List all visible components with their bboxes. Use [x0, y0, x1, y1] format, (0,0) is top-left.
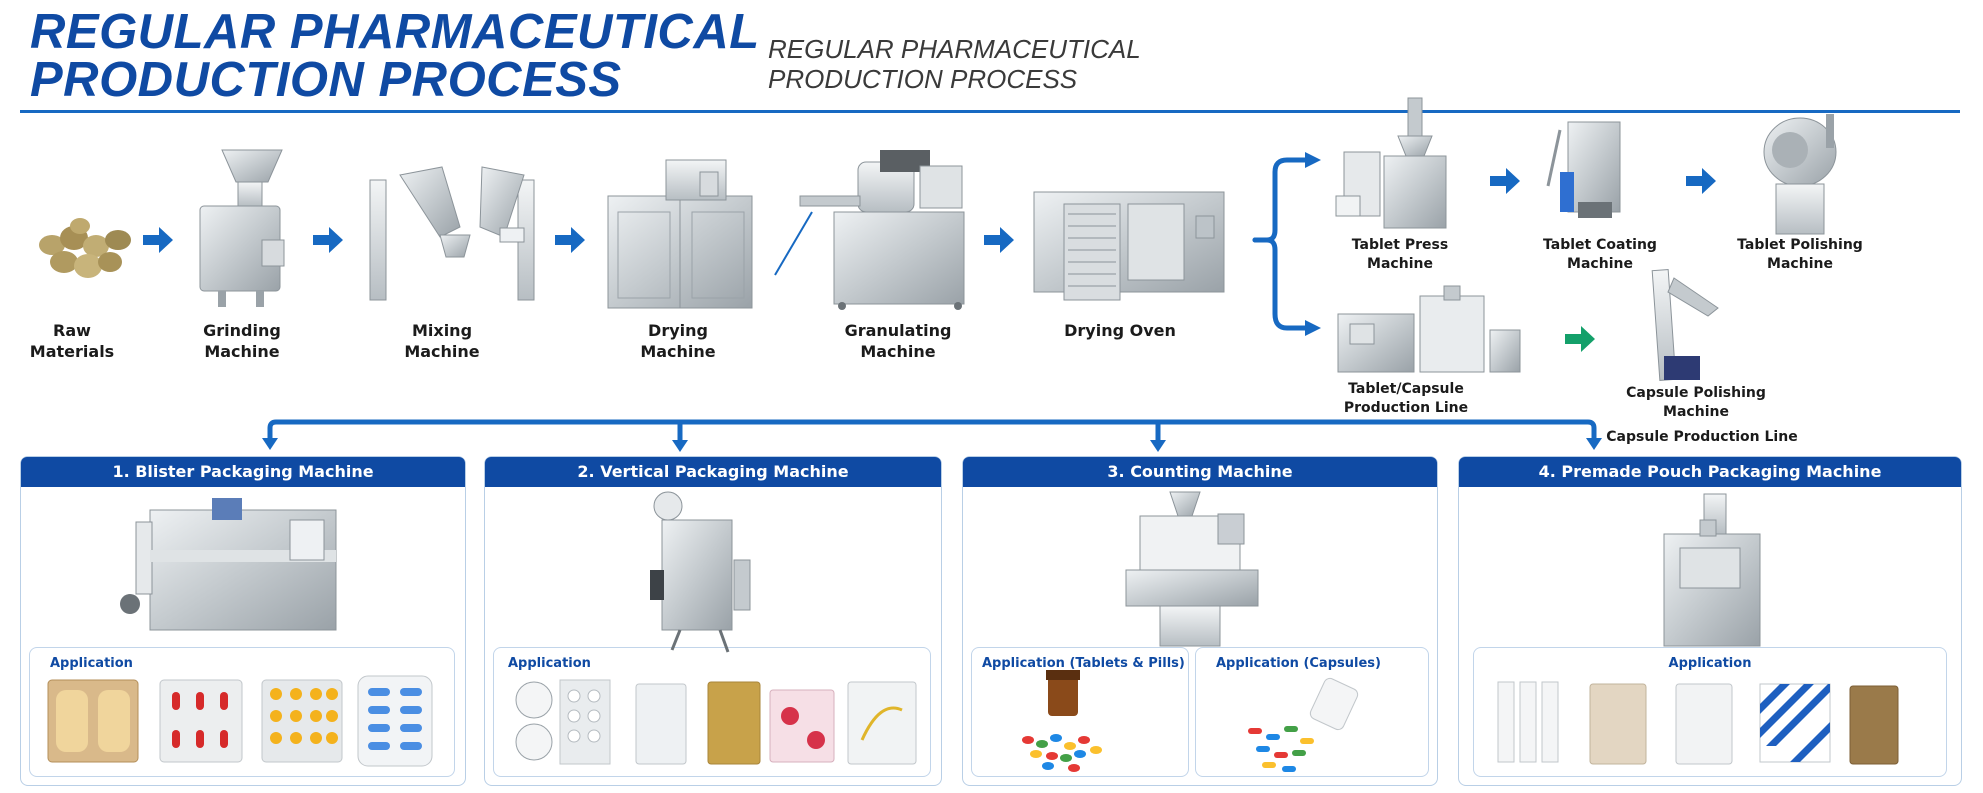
capsules-application-label: Application (Capsules): [1216, 656, 1381, 671]
arrow-right-icon: [143, 227, 173, 253]
arrow-right-icon: [1565, 326, 1595, 352]
main-title: REGULAR PHARMACEUTICAL PRODUCTION PROCES…: [30, 5, 760, 107]
capsule-polishing-image: [1651, 269, 1719, 381]
mixing-machine-label: Mixing Machine: [382, 320, 502, 362]
tablet-polishing-label-line2: Machine: [1767, 256, 1833, 272]
tablet-press-image: [1335, 97, 1447, 229]
granulating-label-line1: Granulating: [844, 321, 952, 340]
raw-materials-label-line2: Materials: [29, 342, 115, 361]
granulating-machine-label: Granulating Machine: [828, 320, 968, 362]
tablet-press-label-line2: Machine: [1367, 256, 1433, 272]
capsule-production-line-label: Capsule Production Line: [1606, 429, 1798, 445]
tablet-coating-image: [1546, 121, 1621, 218]
raw-materials-label-line1: Raw: [53, 321, 91, 340]
tablet-coating-label: Tablet Coating Machine: [1530, 236, 1670, 274]
flow-arrows: [143, 168, 1716, 253]
counting-panel-title: 3. Counting Machine: [963, 457, 1437, 487]
capsule-polishing-label: Capsule Polishing Machine: [1616, 384, 1776, 422]
capsule-line-image: [1337, 285, 1521, 373]
drying-oven-image: [1033, 191, 1225, 301]
sub-title-line2: PRODUCTION PROCESS: [768, 64, 1078, 94]
capsule-polishing-label-line2: Machine: [1663, 404, 1729, 420]
tablet-press-label: Tablet Press Machine: [1335, 236, 1465, 274]
grinding-label-line2: Machine: [204, 342, 280, 361]
capsule-line-label-line1: Tablet/Capsule: [1348, 381, 1464, 397]
packaging-manifold: [267, 419, 1597, 440]
tablet-coating-label-line2: Machine: [1567, 256, 1633, 272]
granulating-machine-image: [799, 150, 965, 310]
sub-title: REGULAR PHARMACEUTICAL PRODUCTION PROCES…: [768, 34, 1141, 94]
drying-label-line2: Machine: [640, 342, 716, 361]
arrow-right-icon: [1490, 168, 1520, 194]
drying-machine-image: [607, 159, 753, 309]
arrow-right-icon: [1686, 168, 1716, 194]
tablets-application-label: Application (Tablets & Pills): [982, 656, 1185, 671]
tablet-polishing-label: Tablet Polishing Machine: [1725, 236, 1875, 274]
vertical-panel-title: 2. Vertical Packaging Machine: [485, 457, 941, 487]
tablets-application-box: Application (Tablets & Pills): [971, 647, 1189, 777]
tablet-coating-label-line1: Tablet Coating: [1543, 237, 1657, 253]
arrow-right-icon: [984, 227, 1014, 253]
capsules-application-box: Application (Capsules): [1195, 647, 1429, 777]
blister-application-box: Application: [29, 647, 455, 777]
pouch-application-box: Application: [1473, 647, 1947, 777]
capsule-polishing-label-line1: Capsule Polishing: [1626, 385, 1766, 401]
raw-materials-label: Raw Materials: [22, 320, 122, 362]
vertical-application-label: Application: [508, 656, 591, 671]
branch-brace: [1252, 157, 1308, 331]
counting-panel: 3. Counting Machine Application (Tablets…: [962, 456, 1438, 786]
drying-label-line1: Drying: [648, 321, 708, 340]
header-divider: [20, 110, 1960, 113]
tablet-press-label-line1: Tablet Press: [1351, 237, 1449, 253]
blister-panel: 1. Blister Packaging Machine Application: [20, 456, 466, 786]
tablet-polishing-image: [1763, 114, 1837, 235]
pouch-application-label: Application: [1668, 656, 1752, 671]
drying-oven-label: Drying Oven: [1064, 321, 1176, 340]
blister-panel-title: 1. Blister Packaging Machine: [21, 457, 465, 487]
blister-application-label: Application: [50, 656, 133, 671]
grinding-machine-image: [199, 149, 285, 307]
capsule-line-label-line2: Production Line: [1343, 400, 1469, 416]
main-title-line1: REGULAR PHARMACEUTICAL: [30, 5, 760, 59]
main-title-line2: PRODUCTION PROCESS: [30, 53, 622, 107]
arrow-right-icon: [555, 227, 585, 253]
raw-materials-image: [39, 218, 131, 278]
sub-title-line1: REGULAR PHARMACEUTICAL: [768, 34, 1141, 64]
grinding-machine-label: Grinding Machine: [182, 320, 302, 362]
vertical-application-box: Application: [493, 647, 931, 777]
mixing-machine-image: [369, 166, 535, 301]
connector-line: [774, 211, 813, 276]
pouch-panel: 4. Premade Pouch Packaging Machine Appli…: [1458, 456, 1962, 786]
granulating-label-line2: Machine: [860, 342, 936, 361]
grinding-label-line1: Grinding: [203, 321, 281, 340]
vertical-panel: 2. Vertical Packaging Machine Applicatio…: [484, 456, 942, 786]
pouch-panel-title: 4. Premade Pouch Packaging Machine: [1459, 457, 1961, 487]
tablet-polishing-label-line1: Tablet Polishing: [1737, 237, 1863, 253]
capsule-line-label: Tablet/Capsule Production Line: [1336, 380, 1476, 418]
drying-machine-label: Drying Machine: [618, 320, 738, 362]
mixing-label-line2: Machine: [404, 342, 480, 361]
arrow-right-icon: [313, 227, 343, 253]
mixing-label-line1: Mixing: [411, 321, 473, 340]
